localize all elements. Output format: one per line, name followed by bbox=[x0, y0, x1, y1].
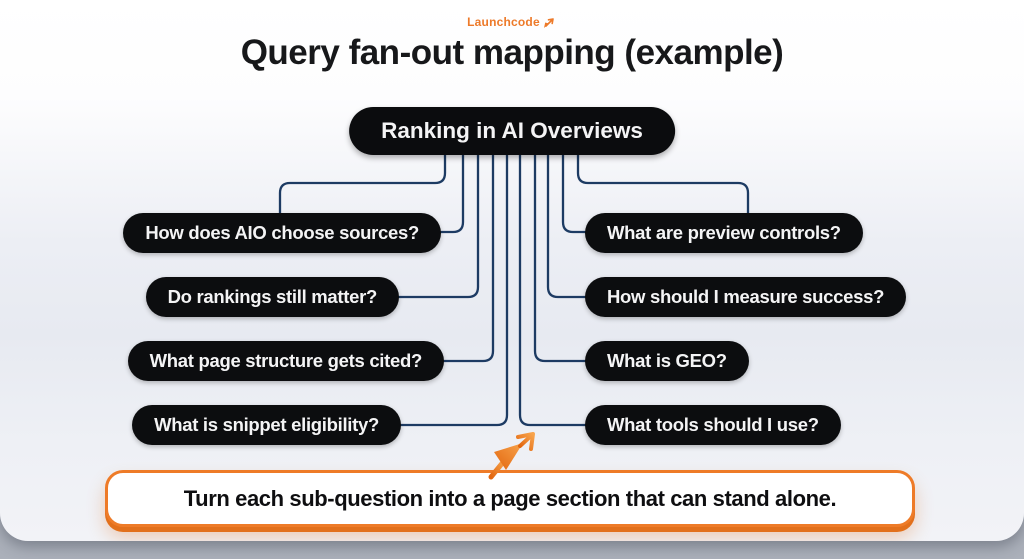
cursor-arrow-icon bbox=[488, 432, 535, 480]
root-node: Ranking in AI Overviews bbox=[349, 107, 675, 155]
question-pill-right-2: How should I measure success? bbox=[585, 277, 907, 317]
question-pill-left-2: Do rankings still matter? bbox=[145, 277, 399, 317]
connector-lines bbox=[278, 151, 750, 427]
question-pill-left-3: What page structure gets cited? bbox=[127, 341, 444, 381]
question-pill-left-4: What is snippet eligibility? bbox=[132, 405, 401, 445]
slide-card: Launchcode Query fan-out mapping (exampl… bbox=[0, 0, 1024, 541]
launchcode-logo-text: Launchcode bbox=[467, 15, 540, 29]
callout-banner: Turn each sub-question into a page secti… bbox=[105, 470, 915, 527]
launchcode-arrow-icon bbox=[543, 17, 554, 28]
question-pill-right-4: What tools should I use? bbox=[585, 405, 841, 445]
question-pill-right-3: What is GEO? bbox=[585, 341, 749, 381]
page-title: Query fan-out mapping (example) bbox=[240, 33, 784, 72]
launchcode-logo: Launchcode bbox=[0, 15, 1024, 29]
question-pill-left-1: How does AIO choose sources? bbox=[123, 213, 441, 253]
callout-text: Turn each sub-question into a page secti… bbox=[183, 485, 837, 511]
question-pill-right-1: What are preview controls? bbox=[585, 213, 863, 253]
